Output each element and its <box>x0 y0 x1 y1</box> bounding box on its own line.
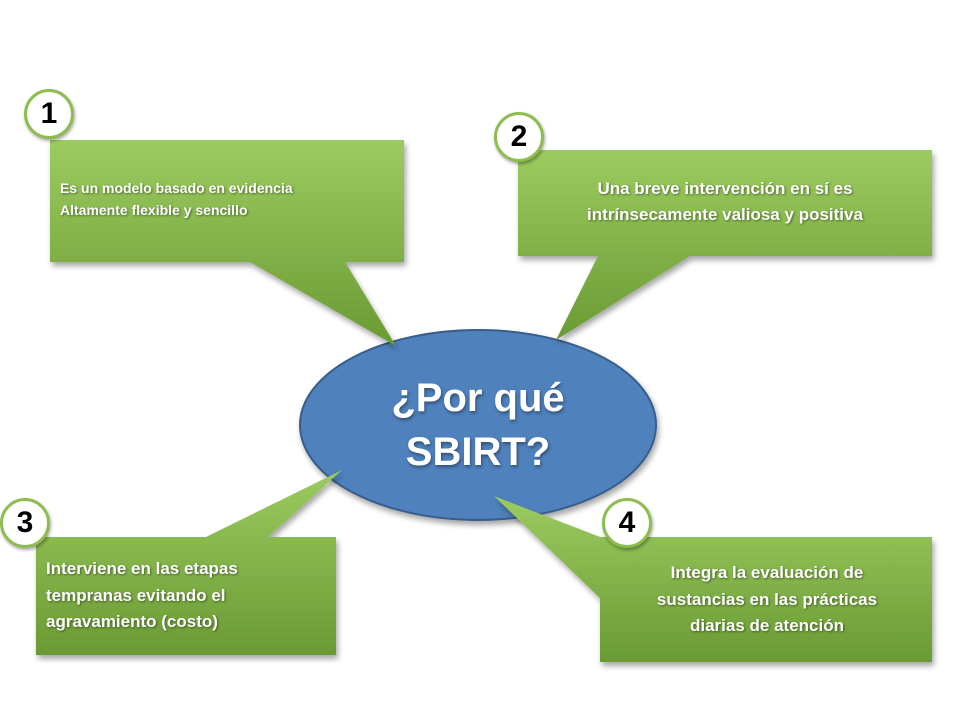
callout-4-line-3: diarias de atención <box>690 616 844 636</box>
callout-4-shape <box>494 496 932 662</box>
callout-1-line-1: Es un modelo basado en evidencia <box>60 180 293 197</box>
callout-4-line-1: Integra la evaluación de <box>670 563 864 583</box>
callout-3-shape <box>36 470 342 655</box>
badge-4: 4 <box>602 498 652 548</box>
callout-2-shape <box>518 150 932 340</box>
callout-4-text: Integra la evaluación de sustancias en l… <box>604 550 930 650</box>
callout-3-line-3: agravamiento (costo) <box>46 612 218 632</box>
callout-3-line-2: tempranas evitando el <box>46 585 226 605</box>
callout-1-text: Es un modelo basado en evidencia Altamen… <box>60 168 400 232</box>
center-title-line-2: SBIRT? <box>405 430 551 474</box>
callout-3-line-1: Interviene en las etapas <box>46 559 238 579</box>
center-ellipse <box>299 329 657 521</box>
callout-2-line-2: intrínsecamente valiosa y positiva <box>587 205 863 224</box>
badge-1: 1 <box>24 89 74 139</box>
badge-3: 3 <box>0 498 50 548</box>
callout-3-text: Interviene en las etapas tempranas evita… <box>46 548 332 644</box>
callout-1-shape <box>50 140 404 346</box>
callout-4-line-2: sustancias en las prácticas <box>656 589 878 609</box>
callout-2-line-1: Una breve intervención en sí es <box>597 178 853 198</box>
badge-2: 2 <box>494 112 544 162</box>
callout-2-text: Una breve intervención en sí es intrínse… <box>522 166 928 238</box>
center-title-line-1: ¿Por qué <box>391 376 565 420</box>
callout-1-line-2: Altamente flexible y sencillo <box>60 202 248 218</box>
center-title: ¿Por qué SBIRT? <box>300 330 656 520</box>
